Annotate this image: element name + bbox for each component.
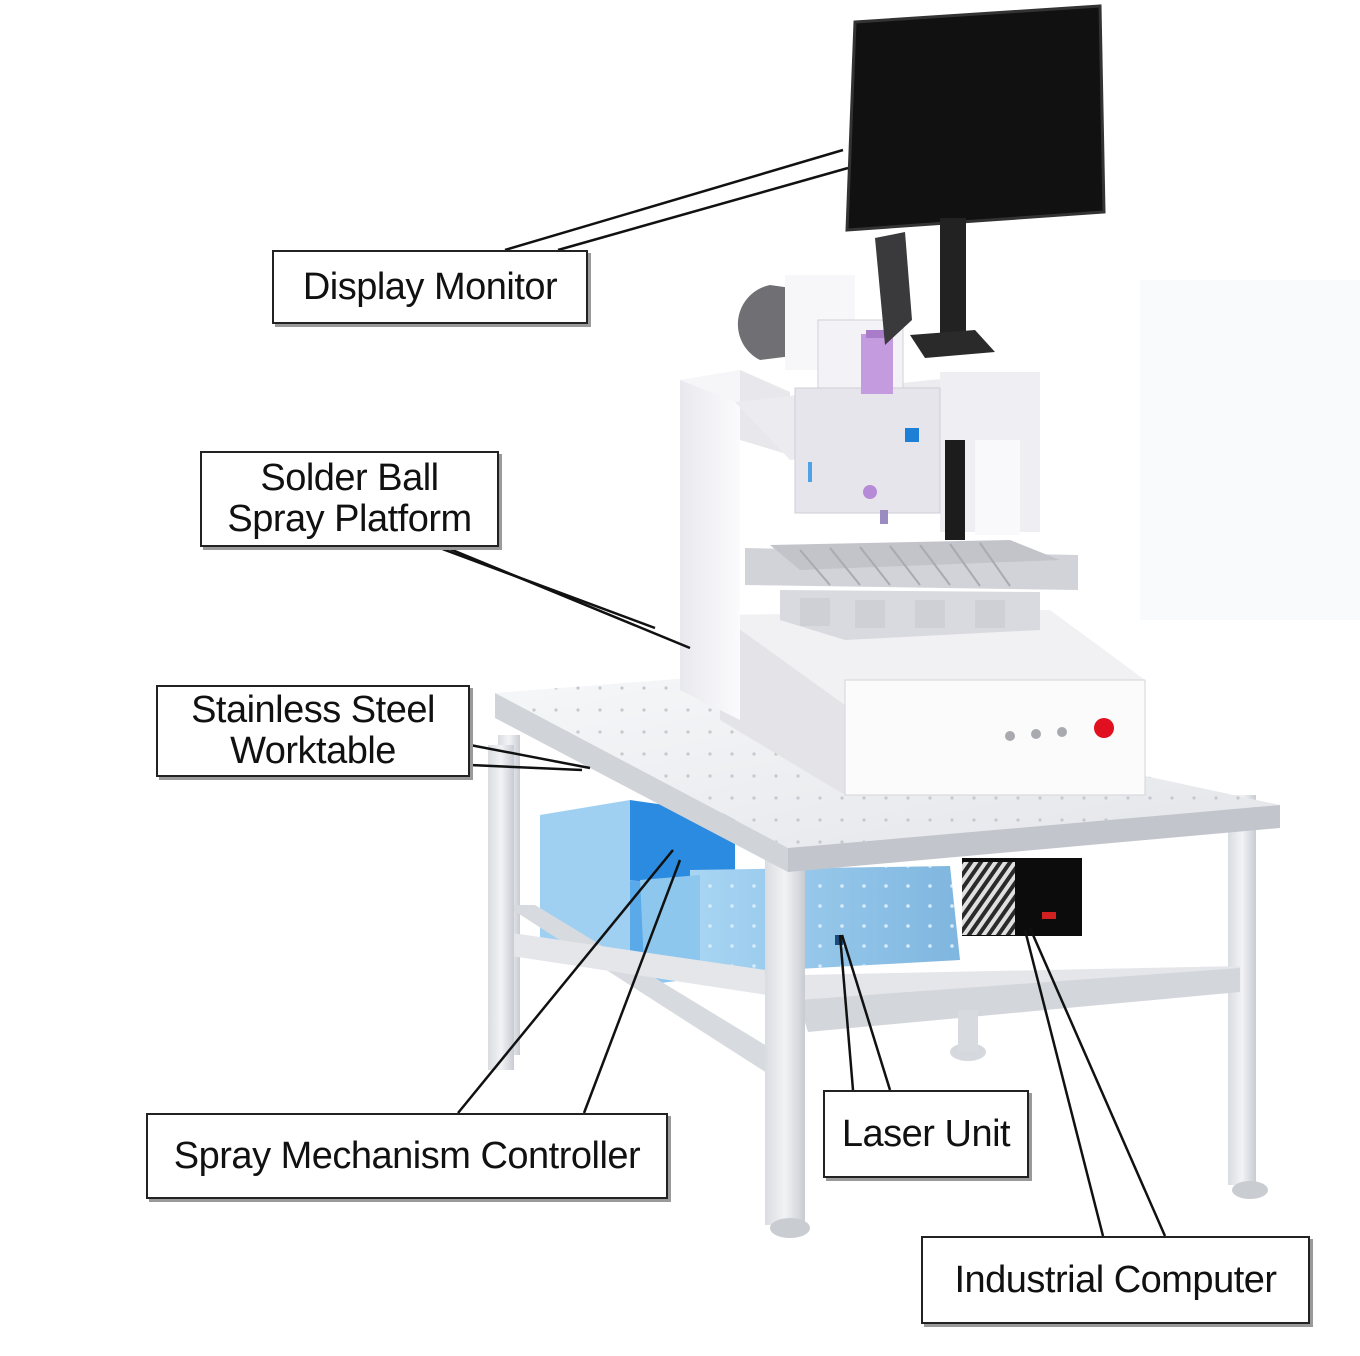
label-display-monitor: Display Monitor <box>272 250 588 324</box>
label-spray-mechanism-controller: Spray Mechanism Controller <box>146 1113 668 1199</box>
background-wash <box>1140 280 1360 620</box>
label-solder-ball-line2: Spray Platform <box>227 498 472 540</box>
label-worktable-line2: Worktable <box>230 730 396 772</box>
label-laser-unit: Laser Unit <box>823 1090 1029 1178</box>
solder-ball-spray-platform <box>680 215 1146 796</box>
label-stainless-steel-worktable: Stainless Steel Worktable <box>156 685 470 777</box>
label-industrial-computer-text: Industrial Computer <box>954 1258 1277 1301</box>
label-worktable-line1: Stainless Steel <box>191 689 435 731</box>
label-solder-ball-spray-platform: Solder Ball Spray Platform <box>200 451 499 547</box>
display-monitor <box>845 4 1106 358</box>
label-spray-controller-text: Spray Mechanism Controller <box>173 1134 641 1177</box>
industrial-computer <box>962 858 1082 936</box>
leader-lines <box>436 148 1167 1237</box>
label-industrial-computer: Industrial Computer <box>921 1236 1310 1324</box>
label-laser-unit-text: Laser Unit <box>841 1112 1011 1155</box>
label-solder-ball-line1: Solder Ball <box>260 457 439 499</box>
label-display-monitor-text: Display Monitor <box>302 265 558 308</box>
